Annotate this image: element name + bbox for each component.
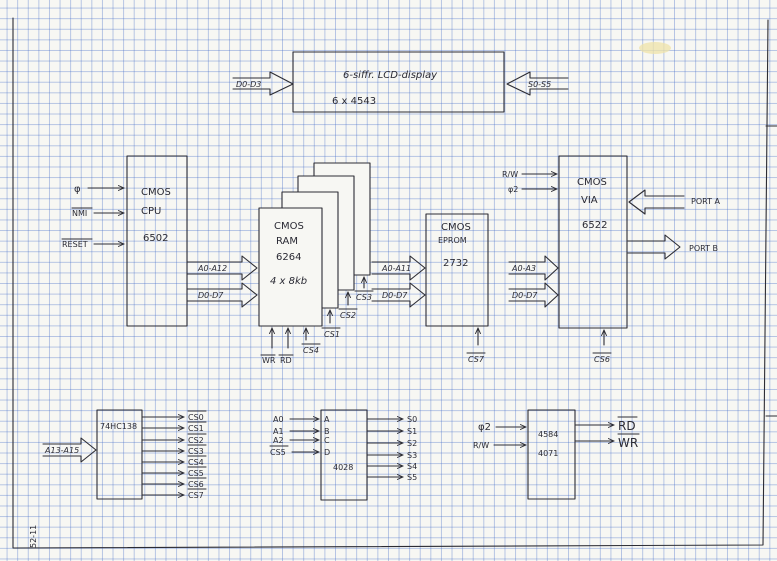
- dec4028-in-label: A0: [273, 415, 284, 424]
- dec4028-out-label: S3: [407, 451, 417, 460]
- decoder-out-label: CS1: [188, 424, 204, 433]
- paper-stain: [639, 42, 671, 54]
- ram-cs1-label: CS1: [324, 330, 340, 339]
- decoder-out-label: CS0: [188, 413, 204, 422]
- decoder-outputs: CS0 CS1 CS2 CS3 CS4 CS5 CS6 CS7: [141, 410, 207, 500]
- ram-cs2-label: CS2: [340, 311, 356, 320]
- gate-logic-block: [527, 409, 576, 500]
- dec4028-part: 4028: [333, 463, 353, 472]
- ram-line1: CMOS: [274, 221, 304, 232]
- lcd-segment-bus-arrow: [506, 71, 569, 96]
- gate-rd-label: RD: [618, 419, 636, 433]
- ram-line2: RAM: [276, 236, 298, 247]
- dec4028-inputs: A0 A A1 B A2 C CS5 D: [269, 415, 330, 457]
- via-cs-label: CS6: [594, 355, 610, 364]
- sheet-border: [12, 17, 769, 549]
- via-block: [558, 155, 628, 329]
- cpu-data-bus-label: D0-D7: [198, 291, 224, 300]
- via-data-bus-arrow: [508, 282, 559, 308]
- gate-wr-label: WR: [618, 436, 638, 450]
- lcd-title: 6-siffr. LCD-display: [343, 70, 438, 81]
- dec4028-out-label: S2: [407, 439, 417, 448]
- dec4028-out-label: S4: [407, 462, 417, 471]
- dec4028-pin-label: D: [324, 448, 330, 457]
- ram-block: [258, 207, 323, 327]
- ram-line3: 6264: [276, 252, 301, 263]
- decoder-out-label: CS4: [188, 458, 204, 467]
- cpu-clock-label: φ: [74, 184, 81, 195]
- dec4028-out-label: S0: [407, 415, 417, 424]
- dec4028-in-label: CS5: [270, 448, 286, 457]
- eprom-line2: EPROM: [438, 236, 467, 245]
- dec4028-in-label: A1: [273, 427, 284, 436]
- via-line3: 6522: [582, 220, 607, 231]
- eprom-data-bus-arrow: [371, 282, 426, 308]
- eprom-cs-label: CS7: [468, 355, 485, 364]
- ram-cs3-label: CS3: [356, 293, 372, 302]
- ram-cs4-label: CS4: [303, 346, 319, 355]
- eprom-block: [425, 213, 489, 327]
- port-a-label: PORT A: [691, 197, 721, 206]
- cpu-line3: 6502: [143, 233, 168, 244]
- cpu-reset-label: RESET: [62, 240, 88, 249]
- dec4028-pin-label: B: [324, 427, 330, 436]
- ram-line4: 4 x 8kb: [270, 276, 307, 287]
- dec4028-pin-label: A: [324, 415, 330, 424]
- lcd-data-bus-label: D0-D3: [236, 80, 261, 89]
- dec4028-outputs: S0 S1 S2 S3 S4 S5: [366, 415, 417, 482]
- eprom-address-bus-label: A0-A11: [381, 264, 411, 273]
- decoder-out-label: CS6: [188, 480, 204, 489]
- cpu-nmi-label: NMI: [72, 209, 87, 218]
- decoder-part: 74HC138: [100, 422, 137, 431]
- gate-part1: 4584: [538, 430, 558, 439]
- cpu-line1: CMOS: [141, 187, 171, 198]
- decoder-input-bus-arrow: [42, 437, 97, 463]
- lcd-segment-bus-label: S0-S5: [528, 80, 551, 89]
- dec4028-pin-label: C: [324, 436, 330, 445]
- cpu-data-bus-arrow: [186, 282, 258, 308]
- eprom-line1: CMOS: [441, 222, 471, 233]
- decoder-out-label: CS5: [188, 469, 204, 478]
- via-line2: VIA: [581, 195, 598, 206]
- ram-rd-label: RD: [280, 356, 292, 365]
- decoder-out-label: CS3: [188, 447, 204, 456]
- port-b-label: PORT B: [689, 244, 718, 253]
- via-phi2-label: φ2: [508, 185, 518, 194]
- cpu-block: [126, 155, 188, 327]
- ram-wr-label: WR: [262, 356, 276, 365]
- via-address-bus-label: A0-A3: [511, 264, 536, 273]
- gate-part2: 4071: [538, 449, 558, 458]
- decoder-out-label: CS2: [188, 436, 204, 445]
- port-a-bus-arrow: [628, 189, 685, 215]
- decoder-input-label: A13-A15: [44, 446, 79, 455]
- cpu-line2: CPU: [141, 206, 161, 217]
- dec4028-in-label: A2: [273, 436, 284, 445]
- port-b-bus-arrow: [627, 234, 681, 260]
- lcd-display-block: [292, 51, 505, 113]
- via-line1: CMOS: [577, 177, 607, 188]
- lcd-data-bus-arrow: [232, 71, 294, 96]
- eprom-data-bus-label: D0-D7: [382, 291, 408, 300]
- decoder-out-label: CS7: [188, 491, 204, 500]
- via-rw-label: R/W: [502, 170, 518, 179]
- dec4028-out-label: S1: [407, 427, 417, 436]
- eprom-address-bus-arrow: [371, 255, 426, 281]
- decoder-74hc138-block: [96, 409, 143, 500]
- gate-in1-label: φ2: [478, 422, 491, 433]
- margin-note: 52-11: [29, 525, 38, 548]
- cpu-address-bus-arrow: [186, 255, 258, 281]
- dec4028-out-label: S5: [407, 473, 417, 482]
- cpu-address-bus-label: A0-A12: [197, 264, 227, 273]
- via-address-bus-arrow: [508, 255, 559, 281]
- via-data-bus-label: D0-D7: [512, 291, 538, 300]
- lcd-part: 6 x 4543: [332, 96, 376, 107]
- eprom-line3: 2732: [443, 258, 468, 269]
- gate-in2-label: R/W: [473, 441, 489, 450]
